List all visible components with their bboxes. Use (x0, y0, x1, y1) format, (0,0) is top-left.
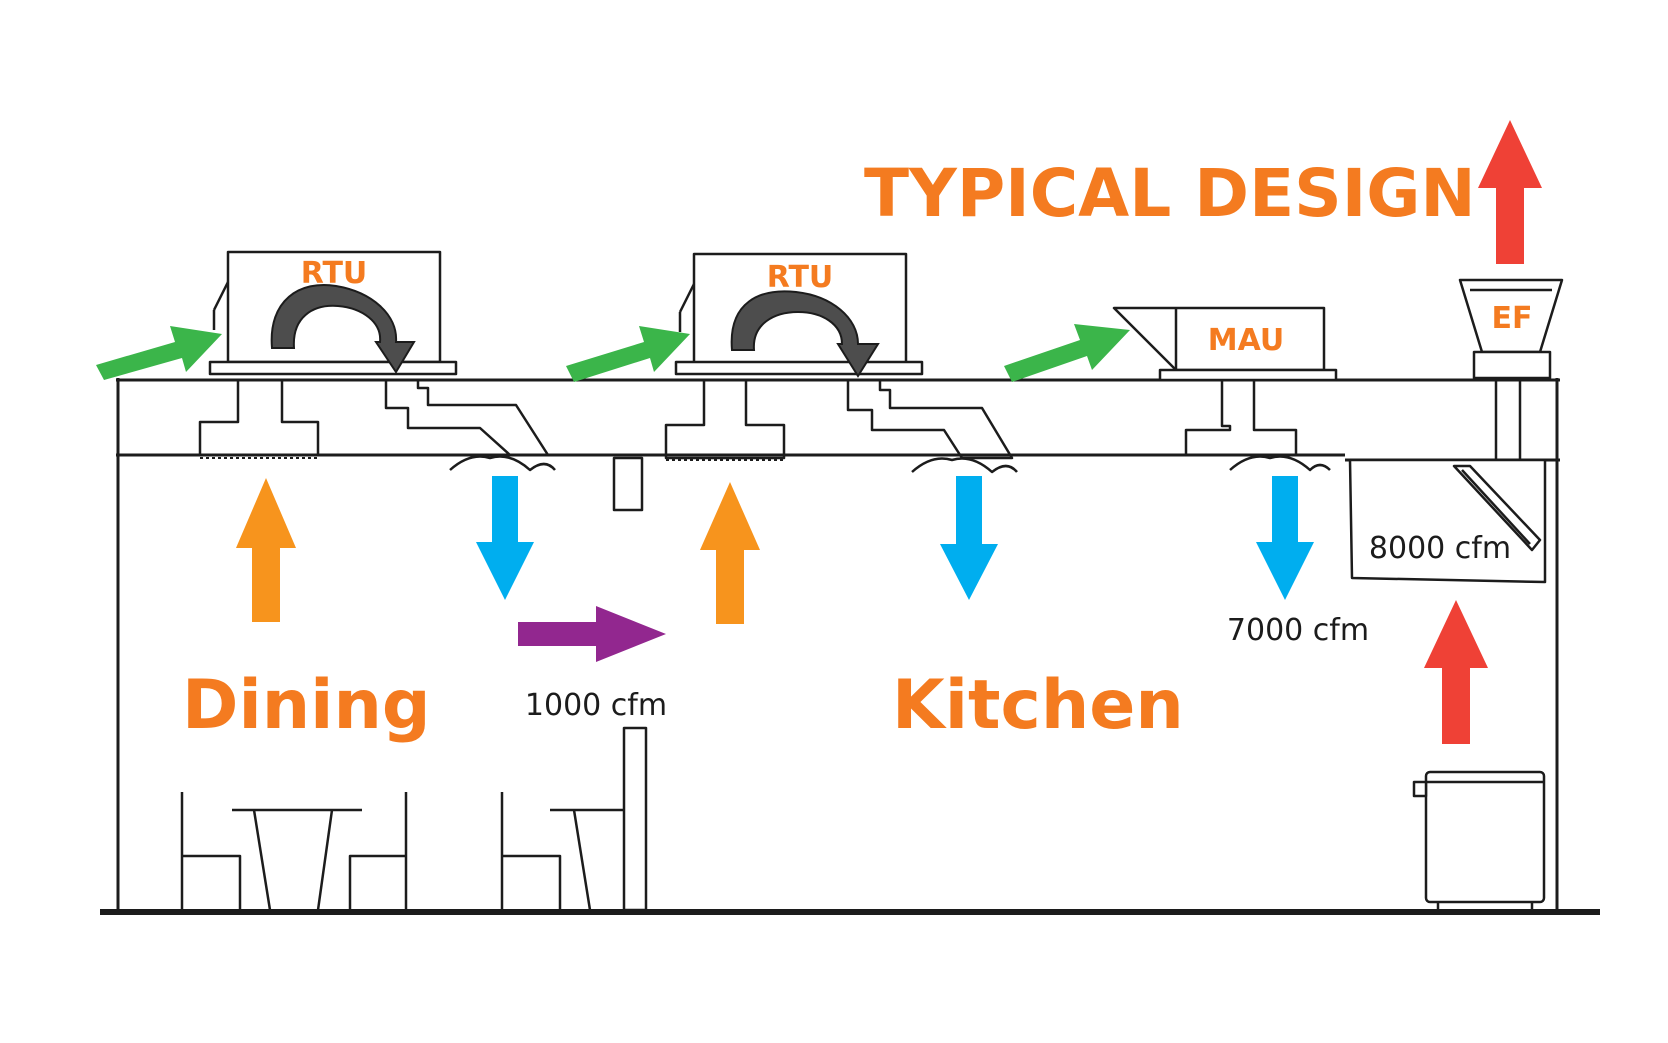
supply-air-arrow-1 (476, 476, 534, 600)
recirculation-arrow-1 (270, 284, 416, 374)
rtu-2-unit: RTU (664, 252, 1018, 474)
rtu-2-label: RTU (767, 260, 834, 295)
outdoor-air-arrow-mau (1004, 324, 1130, 382)
kitchen-zone-label: Kitchen (892, 666, 1184, 745)
outdoor-air-arrow-rtu-1 (96, 326, 222, 380)
dining-furniture (180, 726, 648, 912)
ceiling-stub (612, 456, 644, 512)
kitchen-hood: 8000 cfm (1348, 458, 1547, 584)
mau-unit: MAU (1112, 306, 1338, 472)
makeup-cfm: 7000 cfm (1227, 613, 1369, 648)
mau-label: MAU (1208, 323, 1285, 358)
ef-unit: EF (1458, 278, 1564, 460)
outdoor-air-arrow-rtu-2 (566, 326, 690, 382)
diagram-title: TYPICAL DESIGN (864, 155, 1476, 232)
recirculation-arrow-2 (730, 290, 880, 378)
supply-air-arrow-mau (1256, 476, 1314, 600)
transfer-cfm: 1000 cfm (525, 688, 667, 723)
supply-air-arrow-2 (940, 476, 998, 600)
hood-exhaust-arrow (1424, 600, 1488, 744)
rtu-1-label: RTU (301, 256, 368, 291)
dining-zone-label: Dining (182, 666, 431, 745)
transfer-air-arrow (518, 606, 666, 662)
return-air-arrow-kitchen (700, 482, 760, 624)
return-air-arrow-dining (236, 478, 296, 622)
cooking-appliance (1412, 770, 1546, 910)
building-outline (100, 378, 1600, 915)
hood-exhaust-cfm: 8000 cfm (1369, 531, 1511, 566)
ef-label: EF (1492, 301, 1533, 336)
ef-exhaust-arrow (1478, 120, 1542, 264)
rtu-1-unit: RTU (198, 250, 556, 472)
